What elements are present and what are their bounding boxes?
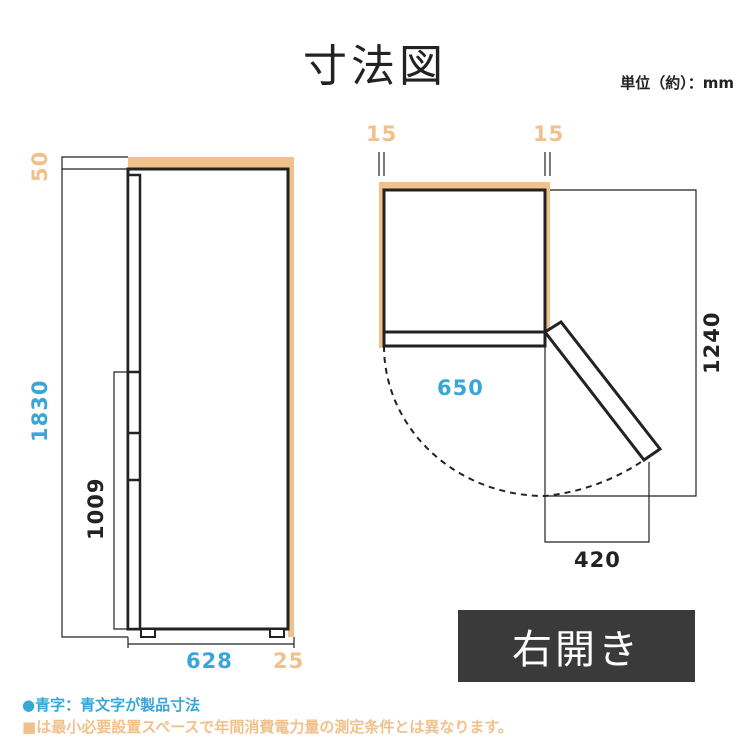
legend-orange-marker: ■ (22, 718, 37, 736)
legend-orange-text: は最小必要設置スペースで年間消費電力量の測定条件とは異なります。 (36, 718, 513, 736)
fridge-body-top (382, 188, 547, 334)
top-right-clearance-area (545, 182, 550, 332)
fridge-foot-left (140, 628, 156, 638)
top-left-clearance-area (379, 182, 384, 348)
section-height-label: 1009 (84, 477, 108, 540)
door-open-depth-label: 1240 (700, 311, 724, 374)
legend-blue-text: 青字：青文字が製品寸法 (35, 696, 201, 714)
right-clearance-label: 15 (533, 122, 565, 146)
left-clearance-label: 15 (366, 122, 398, 146)
height-dim-line (61, 156, 128, 638)
side-clearance-label: 25 (273, 649, 305, 673)
fridge-door-top (382, 330, 547, 348)
front-top-clearance-area (128, 157, 294, 169)
legend-orange: ■は最小必要設置スペースで年間消費電力量の測定条件とは異なります。 (22, 716, 513, 737)
door-swing-arc (383, 345, 645, 498)
legend-blue: ●青字：青文字が製品寸法 (22, 694, 200, 715)
height-label: 1830 (28, 379, 52, 442)
door-open-depth-dim-line (545, 189, 697, 497)
top-back-clearance-area (379, 182, 550, 190)
fridge-body-front (126, 167, 290, 631)
top-clearance-label: 50 (28, 150, 52, 182)
page-title: 寸法図 (303, 41, 447, 92)
fridge-foot-right (269, 628, 285, 638)
door-direction-badge: 右開き (458, 610, 695, 682)
door-swing-width-label: 420 (574, 548, 621, 572)
door-swing-width-dim-line (544, 462, 650, 543)
front-side-clearance-area (288, 157, 294, 637)
section-height-dim-line (113, 371, 128, 630)
legend-blue-marker: ● (22, 696, 36, 714)
depth-label: 650 (437, 376, 484, 400)
open-door (542, 320, 663, 463)
width-label: 628 (186, 649, 233, 673)
fridge-door-side (126, 173, 142, 631)
unit-label: 単位（約）：mm (620, 74, 734, 92)
